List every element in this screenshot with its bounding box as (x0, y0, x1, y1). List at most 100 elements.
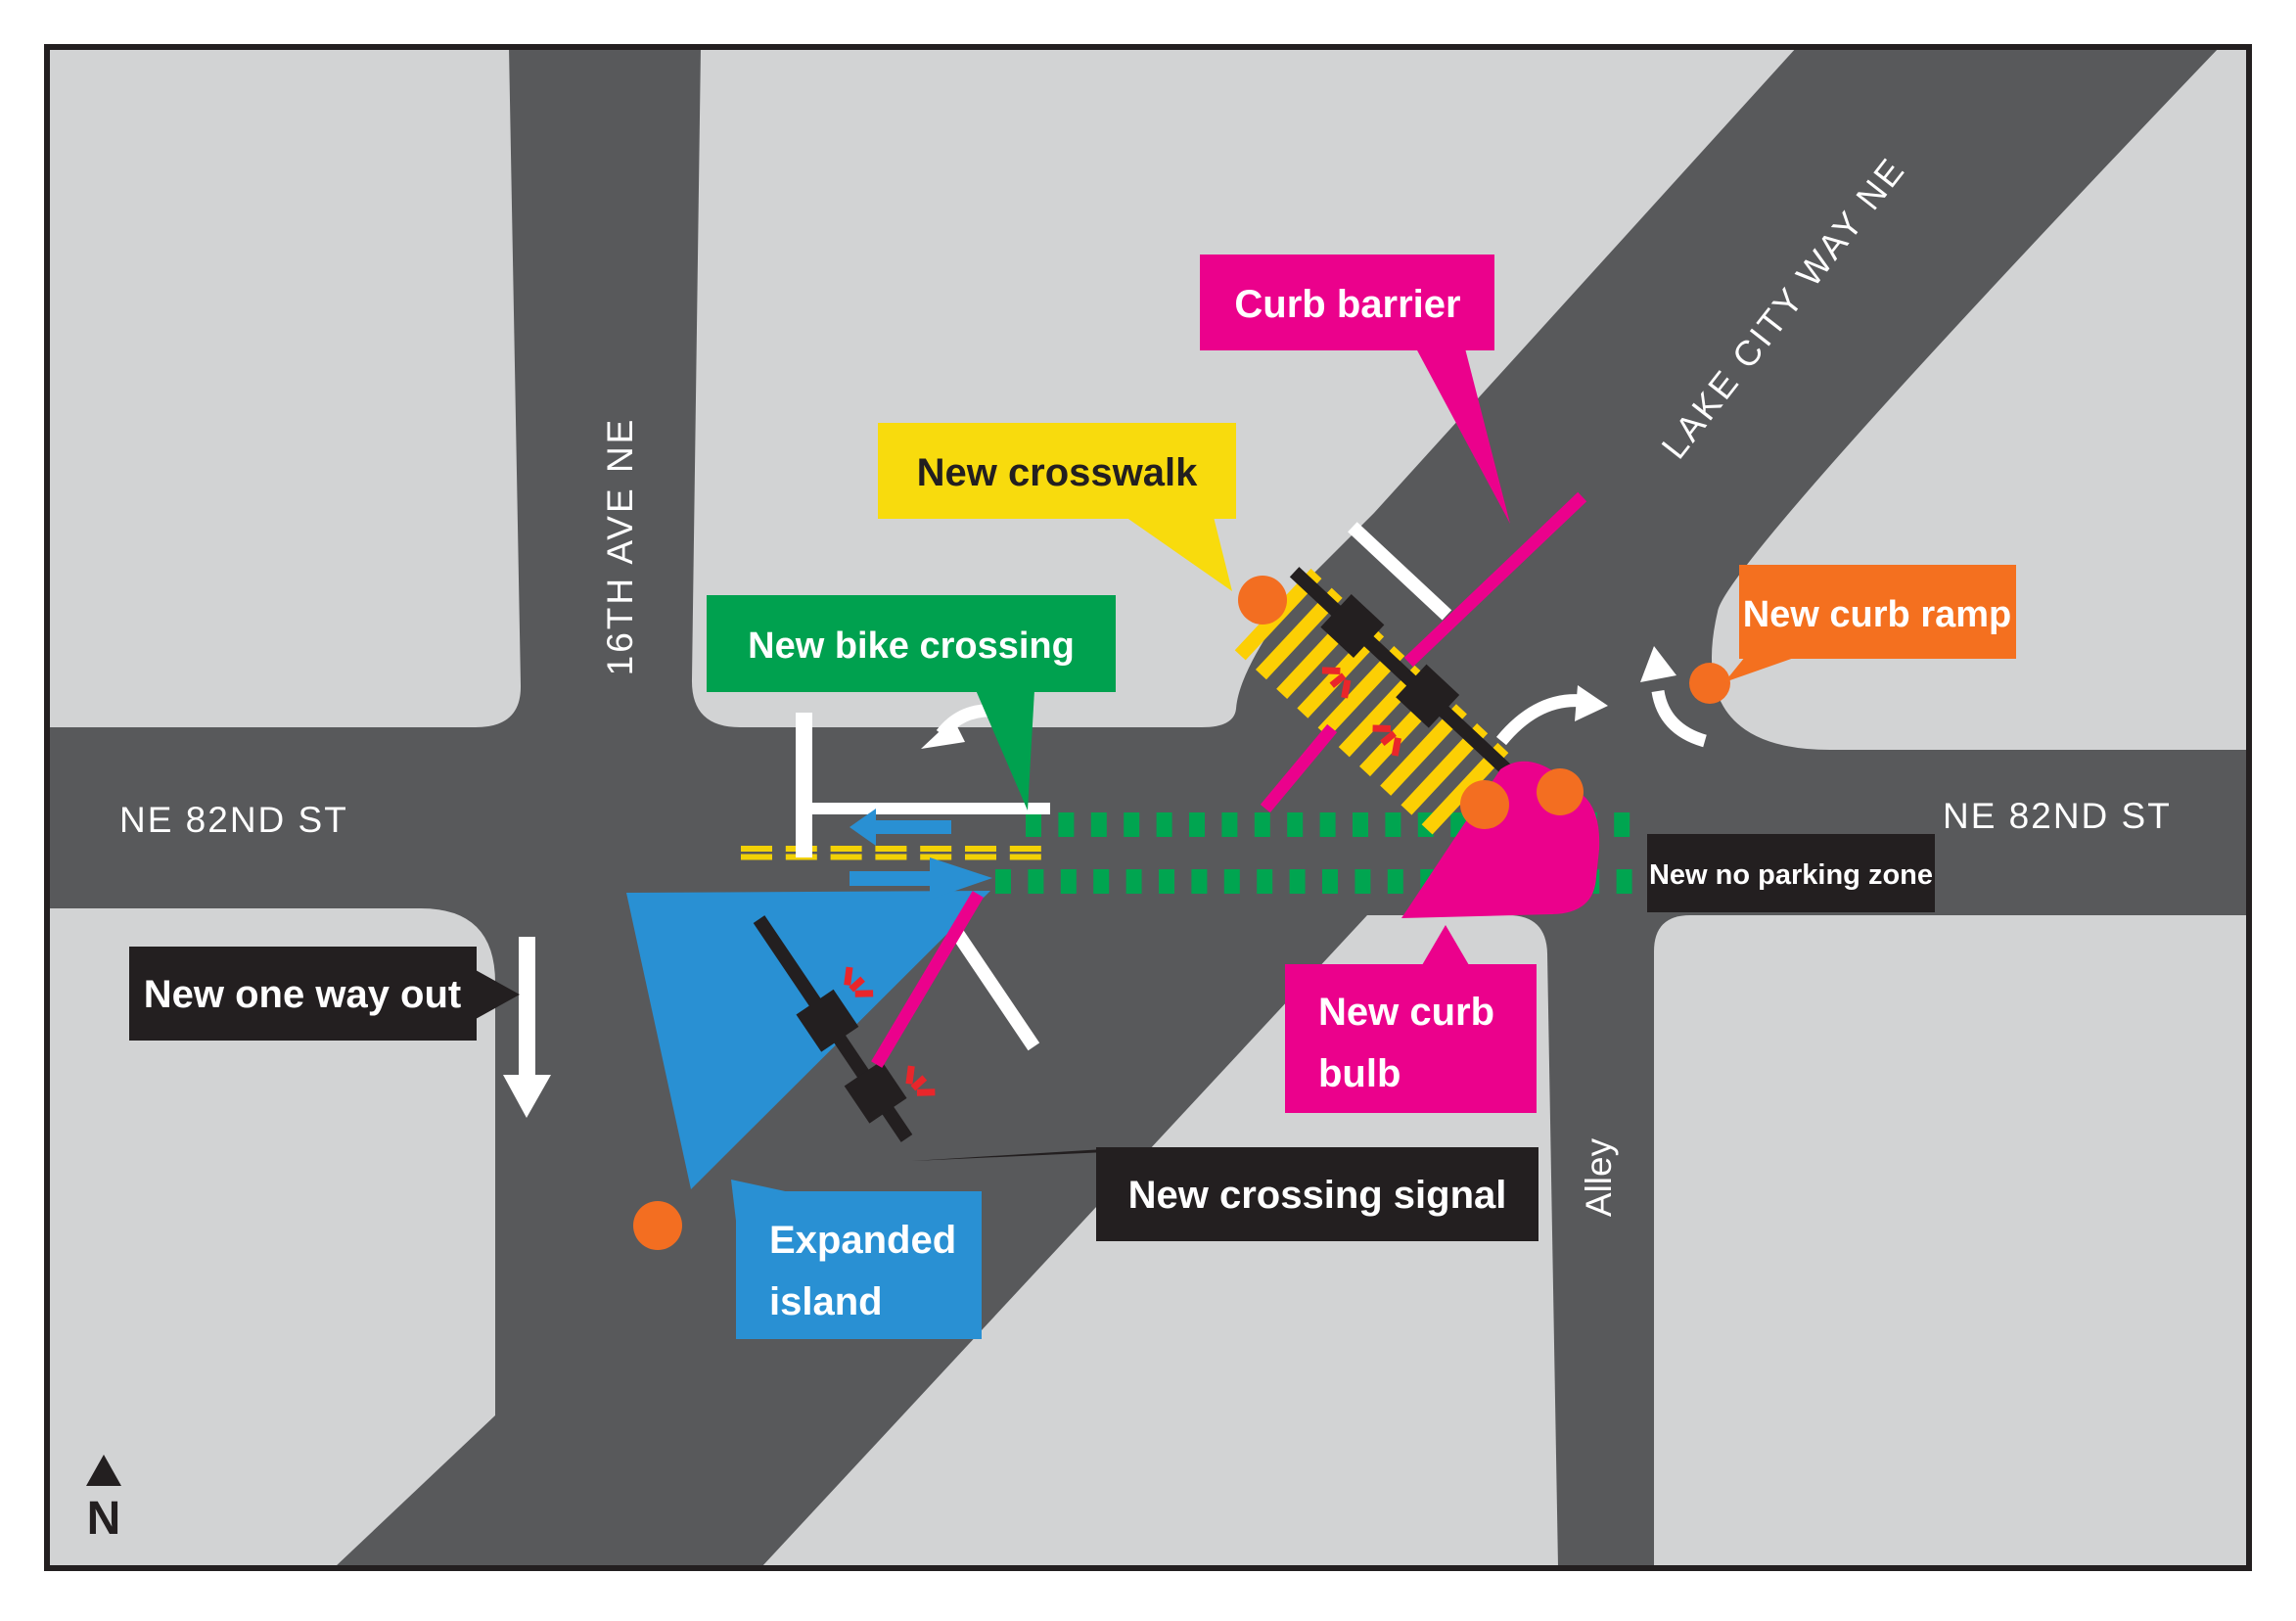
green-dash (1090, 812, 1107, 837)
callout-box (736, 1191, 982, 1339)
crosswalk-stripe (1401, 723, 1489, 815)
stop-bar-north (1348, 522, 1452, 621)
island-shape (626, 891, 990, 1189)
green-dash (1387, 869, 1403, 894)
flash-ray (1329, 672, 1347, 688)
signal-flash-2a (844, 966, 874, 997)
map-frame (44, 44, 2252, 1571)
flash-ray (1372, 724, 1392, 732)
callout-tail (1724, 657, 1797, 682)
yellow-dash (920, 854, 952, 860)
flash-ray (1391, 737, 1401, 757)
green-dash (1189, 812, 1205, 837)
block-north-central (691, 47, 1797, 727)
callout-box (1285, 964, 1537, 1113)
crosswalk-stripe (1380, 704, 1467, 796)
map-content: Curb barrier New crosswalk New bike cros… (47, 47, 2249, 1568)
crosswalk-stripe (1421, 742, 1509, 835)
lane-line-82nd (810, 803, 1050, 814)
yellow-dash (830, 854, 862, 860)
yellow-dash (741, 854, 772, 860)
curb-barrier-line-west (871, 891, 984, 1068)
turn-arrow-east-head (1575, 685, 1608, 721)
turn-arrow-east-shaft (1495, 694, 1584, 746)
crossing-signal-group (753, 915, 1040, 1142)
callout-box (878, 423, 1236, 519)
callout-label: New crossing signal (1128, 1174, 1507, 1217)
callout-box (707, 595, 1116, 692)
signal-box-2b (844, 1060, 907, 1124)
one-way-arrow-shaft (519, 937, 535, 1082)
callout-new-curb-bulb: New curb bulb (1285, 925, 1537, 1113)
callout-tail (1422, 925, 1469, 965)
curb-ramp-dot-s2 (1537, 768, 1584, 815)
north-arrow: N (86, 1455, 121, 1545)
callout-label-line1: New curb (1318, 991, 1494, 1034)
green-dash (1385, 812, 1401, 837)
green-dash (1026, 812, 1041, 837)
callout-curb-barrier: Curb barrier (1200, 255, 1510, 524)
flash-ray (854, 990, 874, 997)
curb-barrier-line-mid (1260, 723, 1338, 813)
north-arrow-label: N (87, 1493, 121, 1545)
turn-arrow-ramp-shaft (1651, 689, 1707, 748)
north-arrow-icon (86, 1455, 121, 1486)
green-dash (1289, 869, 1306, 894)
green-dash (1254, 812, 1270, 837)
crosswalk-stripe (1255, 587, 1343, 680)
curb-ramp-dots (633, 576, 1730, 1250)
callout-label-line1: Expanded (769, 1219, 956, 1262)
yellow-dash (875, 846, 907, 852)
callout-new-one-way-out: New one way out (129, 947, 520, 1041)
white-lane-lines (796, 713, 1050, 857)
callout-label-line2: island (769, 1280, 883, 1323)
flash-ray (916, 1088, 936, 1096)
green-dash (1221, 812, 1238, 837)
callout-box (1647, 834, 1935, 912)
lane-line-16th (796, 713, 812, 857)
flash-ray (1341, 679, 1352, 699)
callout-box (1096, 1147, 1538, 1241)
callout-box (129, 947, 477, 1041)
green-dash (1287, 812, 1304, 837)
bike-arrows (850, 809, 992, 900)
callout-new-bike-crossing: New bike crossing (707, 595, 1116, 810)
crosswalk-stripe (1317, 645, 1405, 738)
flash-ray (905, 1065, 915, 1085)
curb-ramp-dot-island (633, 1201, 682, 1250)
bike-arrow-east-head (930, 857, 992, 900)
callout-box (1200, 255, 1494, 350)
callout-label: New curb ramp (1743, 594, 2012, 635)
turn-arrows (503, 646, 1707, 1118)
callout-label-line2: bulb (1318, 1052, 1401, 1095)
callout-label: New bike crossing (748, 625, 1075, 667)
callout-new-no-parking-zone: New no parking zone (1647, 834, 1935, 912)
green-dash (1353, 812, 1368, 837)
green-dash (1322, 869, 1338, 894)
signal-box-1b (1396, 664, 1460, 728)
curb-ramp-dot-s1 (1460, 780, 1509, 829)
one-way-arrow-head (503, 1075, 551, 1118)
flash-ray (849, 976, 865, 993)
crosswalk-stripe (1338, 665, 1426, 758)
bike-arrow-west-head (850, 809, 876, 846)
yellow-dash (920, 846, 952, 852)
green-dash (1124, 812, 1140, 837)
green-dash (1028, 869, 1044, 894)
green-dash (1156, 812, 1172, 837)
green-dash (1616, 869, 1632, 894)
turn-arrow-west-head (921, 718, 965, 749)
callout-tail (1125, 517, 1232, 591)
curb-barrier-line-east (1403, 491, 1587, 668)
yellow-dash (830, 846, 862, 852)
callout-tail (1416, 348, 1510, 524)
green-dash (1223, 869, 1240, 894)
callout-new-crosswalk: New crosswalk (878, 423, 1236, 591)
turn-arrow-ramp-head (1640, 646, 1676, 682)
callout-label: New crosswalk (917, 451, 1199, 494)
curb-ramp-dot-nw (1238, 576, 1287, 625)
curb-barrier-lines (871, 491, 1587, 1068)
stop-bar-south (951, 929, 1040, 1051)
